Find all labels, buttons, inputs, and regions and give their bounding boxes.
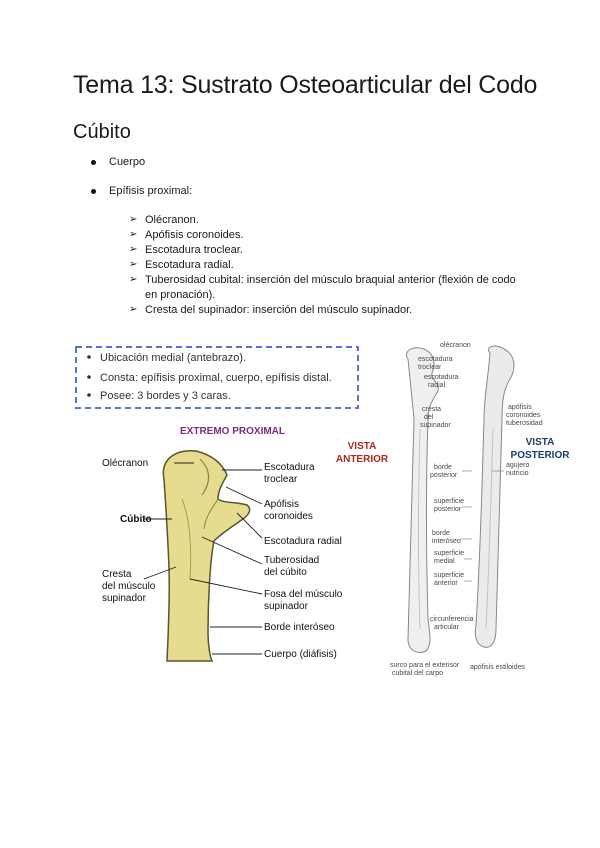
sub-item: ➢Apófisis coronoides. — [129, 228, 529, 243]
small-label: apófisis estiloides — [470, 664, 525, 671]
small-label: escotadura — [418, 356, 453, 363]
info-item: Ubicación medial (antebrazo). — [100, 352, 246, 364]
label-tuberosidad: Tuberosidad — [264, 555, 319, 566]
small-label: tuberosidad — [506, 420, 543, 427]
label-apofisis-coronoides: Apófisis — [264, 499, 299, 510]
label-cresta: del músculo — [102, 581, 156, 592]
arrow-bullet-icon: ➢ — [129, 213, 145, 228]
small-label: agujero — [506, 462, 529, 469]
sub-item-text: Olécranon. — [145, 213, 199, 228]
small-label: posterior — [430, 472, 458, 479]
arrow-bullet-icon: ➢ — [129, 243, 145, 258]
arrow-bullet-icon: ➢ — [129, 258, 145, 273]
small-label: nutricio — [506, 470, 529, 477]
ulna-illustration: Ubicación medial (antebrazo). Consta: ep… — [72, 339, 577, 684]
label-cuerpo: Cuerpo (diáfisis) — [264, 649, 337, 660]
small-label: olécranon — [440, 342, 471, 349]
proximal-ulna-drawing — [163, 451, 249, 661]
vista-anterior-title: ANTERIOR — [336, 454, 389, 465]
bullet-item: Cuerpo — [91, 156, 145, 168]
small-label: troclear — [418, 364, 442, 371]
page-title: Tema 13: Sustrato Osteoarticular del Cod… — [73, 71, 537, 100]
small-label: radial — [428, 382, 446, 389]
small-label: coronoides — [506, 412, 541, 419]
small-label: articular — [434, 624, 460, 631]
arrow-bullet-icon: ➢ — [129, 303, 145, 318]
bullet-dot-icon — [91, 160, 96, 165]
sub-item-text: Escotadura radial. — [145, 258, 234, 273]
small-label: cubital del carpo — [392, 670, 443, 677]
small-label: borde — [434, 464, 452, 471]
info-item: Posee: 3 bordes y 3 caras. — [100, 390, 231, 402]
label-cresta: supinador — [102, 593, 147, 604]
sub-item: ➢Escotadura radial. — [129, 258, 529, 273]
label-cubito: Cúbito — [120, 514, 152, 525]
ulna-posterior-drawing — [475, 346, 514, 647]
small-label: cresta — [422, 406, 441, 413]
label-fosa-supinador: Fosa del músculo — [264, 589, 343, 600]
bullet-text: Epífisis proximal: — [109, 185, 192, 197]
bullet-text: Cuerpo — [109, 156, 145, 168]
label-olecranon: Olécranon — [102, 458, 148, 469]
small-label: escotadura — [424, 374, 459, 381]
sub-item-text: Escotadura troclear. — [145, 243, 243, 258]
label-escotadura-troclear: troclear — [264, 474, 298, 485]
info-dot-icon — [87, 355, 91, 359]
sub-item: ➢Escotadura troclear. — [129, 243, 529, 258]
ulna-figure: Ubicación medial (antebrazo). Consta: ep… — [72, 339, 577, 684]
small-label: medial — [434, 558, 455, 565]
sub-item: ➢Olécranon. — [129, 213, 529, 228]
small-label: superficie — [434, 550, 464, 557]
info-dot-icon — [87, 375, 91, 379]
small-label: superficie — [434, 572, 464, 579]
bullet-item: Epífisis proximal: — [91, 185, 192, 197]
small-label: borde — [432, 530, 450, 537]
info-item: Consta: epífisis proximal, cuerpo, epífi… — [100, 372, 332, 384]
info-dot-icon — [87, 393, 91, 397]
small-label: interóseo — [432, 538, 461, 545]
label-tuberosidad: del cúbito — [264, 567, 307, 578]
proximal-title: EXTREMO PROXIMAL — [180, 426, 285, 437]
label-apofisis-coronoides: coronoides — [264, 511, 313, 522]
sub-item: ➢Tuberosidad cubital: inserción del músc… — [129, 273, 529, 302]
small-label: surco para el extensor — [390, 662, 460, 669]
label-escotadura-radial: Escotadura radial — [264, 536, 342, 547]
sub-item: ➢Cresta del supinador: inserción del mús… — [129, 303, 529, 318]
section-heading: Cúbito — [73, 121, 131, 144]
small-label: posterior — [434, 506, 462, 513]
bullet-dot-icon — [91, 189, 96, 194]
sub-item-text: Tuberosidad cubital: inserción del múscu… — [145, 273, 529, 302]
label-escotadura-troclear: Escotadura — [264, 462, 315, 473]
small-label: del — [424, 414, 434, 421]
small-label: circunferencia — [430, 616, 474, 623]
sub-item-text: Cresta del supinador: inserción del músc… — [145, 303, 412, 318]
small-label: supinador — [420, 422, 451, 429]
arrow-bullet-icon: ➢ — [129, 273, 145, 302]
label-fosa-supinador: supinador — [264, 601, 309, 612]
sub-item-text: Apófisis coronoides. — [145, 228, 243, 243]
arrow-bullet-icon: ➢ — [129, 228, 145, 243]
small-label: apófisis — [508, 404, 532, 411]
vista-posterior-title: VISTA — [526, 437, 555, 448]
label-borde-interoseo: Borde interóseo — [264, 622, 335, 633]
small-label: anterior — [434, 580, 458, 587]
label-cresta: Cresta — [102, 569, 132, 580]
vista-posterior-title: POSTERIOR — [511, 450, 571, 461]
small-label: superficie — [434, 498, 464, 505]
vista-anterior-title: VISTA — [348, 441, 377, 452]
